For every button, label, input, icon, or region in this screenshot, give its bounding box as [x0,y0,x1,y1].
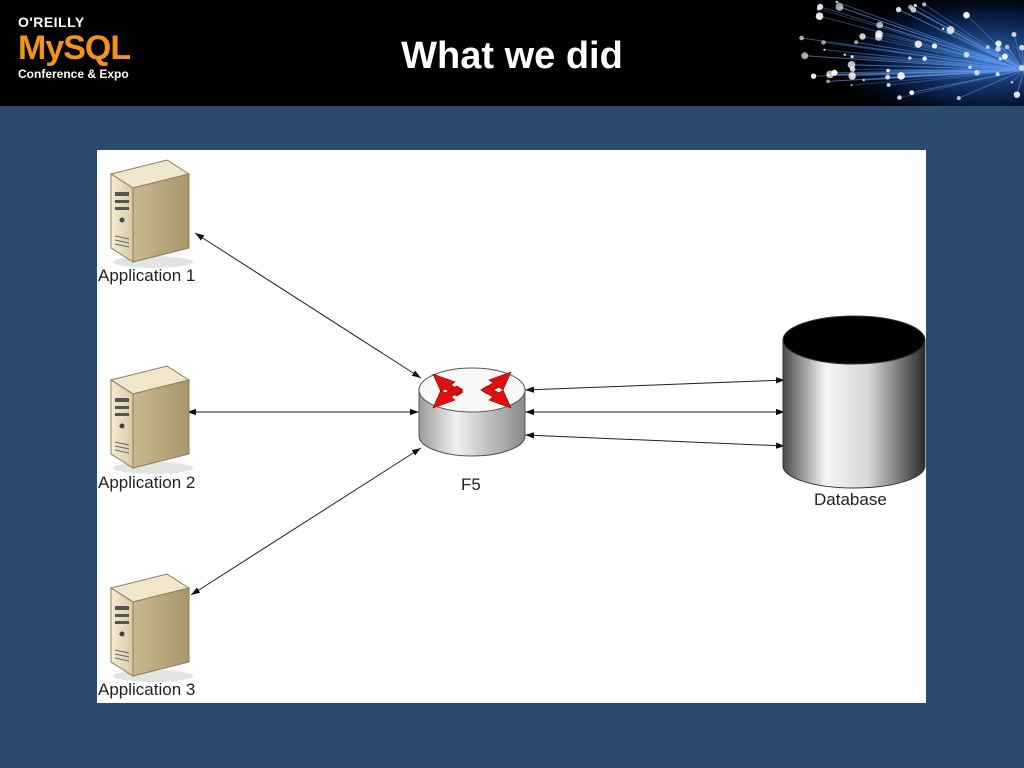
network-diagram: Application 1 Application 2 Application … [97,150,926,703]
logo-publisher: O'REILLY [18,14,85,30]
conference-logo: O'REILLY MySQL Conference & Expo [18,14,131,82]
logo-brand: MySQL [18,29,131,67]
server-icon [109,365,193,474]
node-label-application-2: Application 2 [98,473,196,492]
router-icon [418,367,526,457]
slide-title: What we did [401,35,623,77]
connection-app1-f5 [194,232,422,379]
node-label-application-3: Application 3 [98,680,196,699]
connection-app3-f5 [190,447,422,596]
node-label-database: Database [814,490,887,509]
node-label-application-1: Application 1 [98,266,196,285]
slide-header: O'REILLY MySQL Conference & Expo What we… [0,0,1024,106]
connection-f5-database-1 [524,377,786,393]
server-icon [109,573,193,682]
server-icon [109,159,193,268]
logo-subtitle: Conference & Expo [18,67,129,81]
node-label-f5: F5 [461,475,481,494]
database-cylinder-icon [782,315,926,489]
fiber-optic-decoration [780,0,1024,106]
connection-f5-database-3 [524,432,786,449]
